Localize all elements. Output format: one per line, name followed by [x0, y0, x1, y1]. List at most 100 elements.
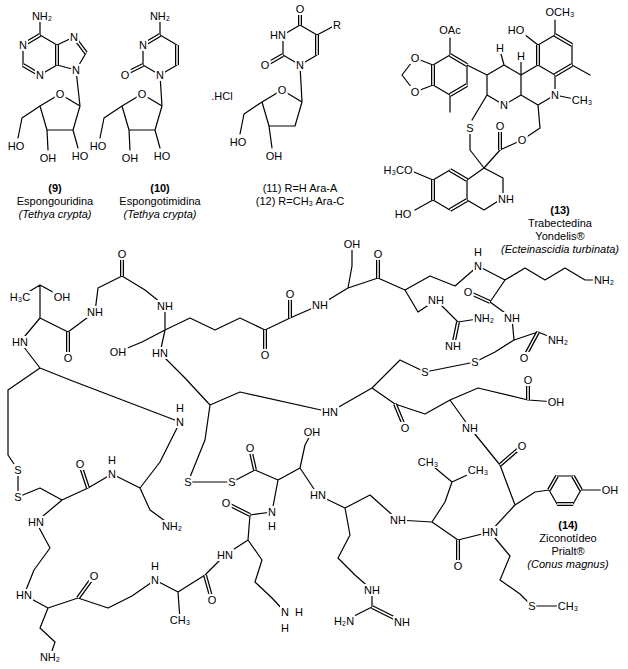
- single-bonds: [8, 244, 610, 657]
- atom-label: CH₃: [417, 456, 439, 468]
- atom-label: N: [150, 574, 160, 586]
- atom-label: .HCl: [210, 90, 233, 102]
- atom-label: CH₃: [467, 464, 489, 476]
- atom-label: O: [453, 560, 464, 572]
- atom-label: N: [71, 64, 81, 76]
- compound-name: (12) R=CH₃ Ara-C: [255, 195, 346, 207]
- atom-label: O: [260, 59, 271, 71]
- atom-label: NH₂: [473, 312, 495, 324]
- compound-name: Espongouridina: [16, 195, 94, 207]
- atom-label: H₃C: [9, 291, 31, 303]
- species-name: (Tethya crypta): [18, 208, 93, 220]
- atom-label: O: [285, 288, 296, 300]
- atom-label: H: [107, 454, 117, 466]
- atom-label: S: [13, 491, 22, 503]
- atom-label: N: [280, 606, 290, 618]
- species-name: (Conus magnus): [526, 558, 609, 570]
- atom-label: HN: [11, 336, 29, 348]
- atom-label: NH₂: [547, 334, 569, 346]
- atom-label: HO: [89, 140, 108, 152]
- atom-label: O: [517, 440, 528, 452]
- atom-label: HN: [151, 347, 169, 359]
- atom-label: H: [150, 560, 160, 572]
- species-name: (Tethya crypta): [123, 208, 198, 220]
- compound-name: Prialt®: [550, 545, 585, 557]
- atom-label: HN: [216, 549, 234, 561]
- atom-label: O: [245, 442, 256, 454]
- atom-label: H: [267, 520, 277, 532]
- atom-label: H: [495, 42, 505, 54]
- atom-label: CH₃: [571, 94, 593, 106]
- atom-label: O: [463, 286, 474, 298]
- atom-label: O: [277, 84, 288, 96]
- atom-label: S: [227, 476, 236, 488]
- atom-label: N: [107, 468, 117, 480]
- compound-name: Espongotimidina: [118, 195, 201, 207]
- atom-label: OH: [343, 238, 362, 250]
- atom-label: CH₃: [557, 600, 579, 612]
- atom-label: O: [410, 86, 421, 98]
- atom-label: HN: [321, 406, 339, 418]
- compound-number: (10): [149, 182, 171, 194]
- atom-label: HN: [27, 516, 45, 528]
- compound-number: (13): [549, 204, 571, 216]
- atom-label: HO: [153, 150, 172, 162]
- atom-label: O: [495, 120, 506, 132]
- atom-label: O: [523, 374, 534, 386]
- atom-label: N: [138, 39, 148, 51]
- atom-label: OH: [265, 150, 284, 162]
- atom-label: S: [465, 122, 474, 134]
- atom-label: N: [550, 89, 560, 101]
- atom-label: H₃CO: [383, 164, 414, 176]
- atom-label: O: [75, 458, 86, 470]
- atom-label: NH: [363, 584, 381, 596]
- atom-label: N: [473, 260, 483, 272]
- atom-label: NH: [156, 300, 174, 312]
- atom-label: HO: [507, 24, 526, 36]
- atom-label: OH: [109, 346, 128, 358]
- atom-label: OH: [601, 484, 620, 496]
- atom-label: OH: [39, 152, 58, 164]
- atom-label: NH₂: [161, 520, 183, 532]
- atom-label: OH: [547, 396, 566, 408]
- atom-label: O: [519, 352, 530, 364]
- double-bonds: [23, 14, 581, 622]
- atom-label: NH₂: [31, 10, 53, 22]
- atom-label: NH: [444, 340, 462, 352]
- compound-number: (14): [557, 519, 579, 531]
- atom-label: OCH₃: [545, 6, 576, 18]
- atom-label: O: [517, 134, 528, 146]
- atom-label: N: [499, 99, 509, 111]
- compound-name: Yondelis®: [534, 230, 585, 242]
- atom-label: O: [63, 352, 74, 364]
- atom-label: NH: [389, 514, 407, 526]
- atom-label: N: [295, 59, 305, 71]
- atom-label: O: [55, 88, 66, 100]
- atom-label: OH: [53, 291, 72, 303]
- atom-label: NH: [497, 193, 515, 205]
- atom-label: NH: [86, 306, 104, 318]
- atom-label: NH: [503, 312, 521, 324]
- atom-label: NH₂: [593, 274, 615, 286]
- atom-label: N: [175, 416, 185, 428]
- atom-label: H: [473, 246, 483, 258]
- atom-label: H: [175, 402, 185, 414]
- atom-label: OAc: [438, 24, 461, 36]
- atom-label: HN: [309, 489, 327, 501]
- compound-number: (9): [47, 182, 62, 194]
- atom-label: O: [295, 3, 306, 15]
- atom-label: O: [373, 248, 384, 260]
- atom-label: O: [137, 88, 148, 100]
- single-bonds: [18, 20, 86, 150]
- atom-label: S: [13, 464, 22, 476]
- atom-label: NH: [461, 422, 479, 434]
- atom-label: N: [69, 31, 79, 43]
- compound-name: Trabectedina: [527, 217, 593, 229]
- atom-label: S: [470, 356, 479, 368]
- single-bonds: [402, 20, 590, 210]
- compound-name: Ziconotídeo: [538, 532, 597, 544]
- atom-label: N: [267, 506, 277, 518]
- species-name: (Ecteinascidia turbinata): [500, 243, 620, 255]
- atom-label: OH: [121, 152, 140, 164]
- atom-label: H: [280, 622, 290, 634]
